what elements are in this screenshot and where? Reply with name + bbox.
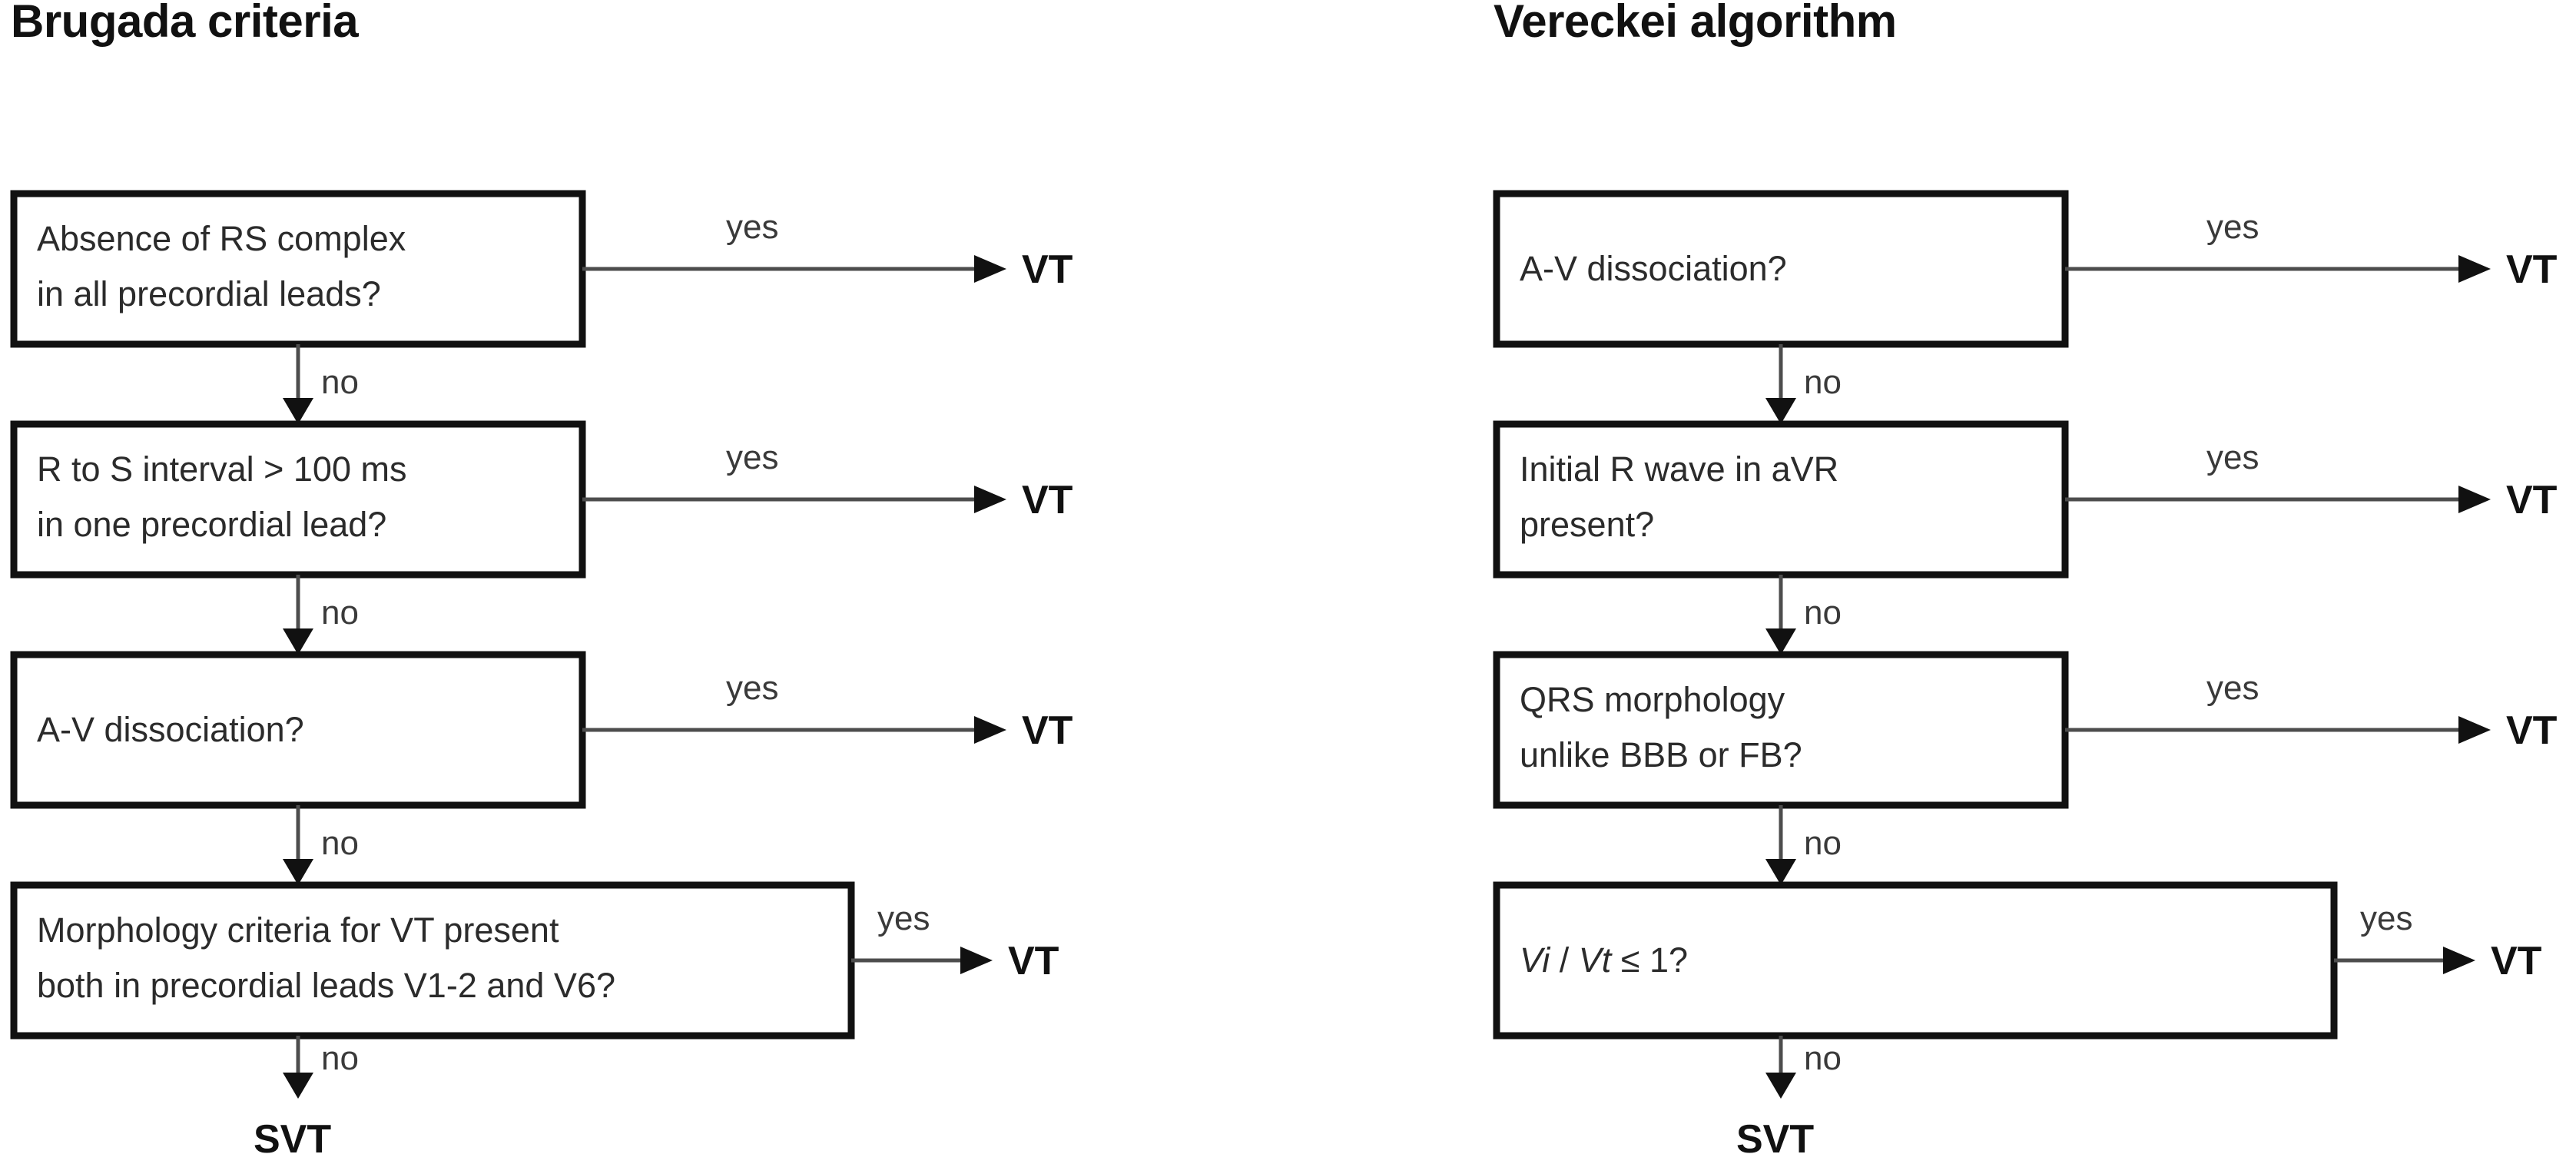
brugada-edge-3-no: no <box>283 805 359 885</box>
terminal-vt: VT <box>1022 708 1073 753</box>
arrowhead-icon <box>1765 859 1796 885</box>
arrowhead-icon <box>1765 1073 1796 1099</box>
edge-label-no: no <box>321 363 359 401</box>
brugada-node-4[interactable]: Morphology criteria for VT present both … <box>10 881 855 1040</box>
node-line-1: A-V dissociation? <box>37 710 304 749</box>
node-box[interactable] <box>10 420 586 579</box>
panel-brugada: Brugada criteria Absence of RS complex i… <box>10 0 1073 1162</box>
edge-label-yes: yes <box>726 439 778 476</box>
node-line-1: A-V dissociation? <box>1520 249 1787 288</box>
brugada-node-2[interactable]: R to S interval > 100 ms in one precordi… <box>10 420 586 579</box>
vereckei-node-4[interactable]: Vi / Vt ≤ 1? <box>1493 881 2338 1040</box>
arrowhead-icon <box>283 398 313 424</box>
brugada-edge-4-no: no <box>283 1036 359 1099</box>
brugada-edge-3-yes: yes VT <box>582 669 1073 753</box>
arrowhead-icon <box>974 255 1006 283</box>
arrowhead-icon <box>974 486 1006 513</box>
node-line-2: in one precordial lead? <box>37 505 386 544</box>
node-line-1: Initial R wave in aVR <box>1520 449 1838 489</box>
terminal-vt: VT <box>1022 478 1073 522</box>
brugada-edge-1-no: no <box>283 344 359 424</box>
vereckei-node-3[interactable]: QRS morphology unlike BBB or FB? <box>1493 651 2069 809</box>
node-box[interactable] <box>10 190 586 348</box>
edge-label-yes: yes <box>2360 900 2412 937</box>
brugada-edge-2-yes: yes VT <box>582 439 1073 522</box>
brugada-node-1[interactable]: Absence of RS complex in all precordial … <box>10 190 586 348</box>
terminal-vt: VT <box>2506 247 2558 292</box>
node-line-2: both in precordial leads V1-2 and V6? <box>37 966 615 1005</box>
edge-label-yes: yes <box>726 208 778 246</box>
edge-label-no: no <box>1804 363 1842 401</box>
vereckei-node-2[interactable]: Initial R wave in aVR present? <box>1493 420 2069 579</box>
arrowhead-icon <box>2458 716 2491 744</box>
panel-title-brugada: Brugada criteria <box>11 0 359 47</box>
arrowhead-icon <box>1765 628 1796 655</box>
node-line-1: QRS morphology <box>1520 680 1785 719</box>
vereckei-node-1[interactable]: A-V dissociation? <box>1493 190 2069 348</box>
node-line-1: Morphology criteria for VT present <box>37 910 559 950</box>
node-line-1: Vi / Vt ≤ 1? <box>1520 940 1688 980</box>
terminal-vt: VT <box>1022 247 1073 292</box>
arrowhead-icon <box>283 628 313 655</box>
edge-label-no: no <box>321 1040 359 1077</box>
edge-label-no: no <box>321 824 359 862</box>
vereckei-edge-3-yes: yes VT <box>2065 669 2558 753</box>
node-box[interactable] <box>1493 651 2069 809</box>
terminal-vt: VT <box>2506 478 2558 522</box>
vereckei-edge-1-no: no <box>1765 344 1842 424</box>
terminal-vt: VT <box>2491 939 2542 983</box>
edge-label-yes: yes <box>2206 439 2259 476</box>
node-box[interactable] <box>10 651 586 809</box>
edge-label-no: no <box>1804 824 1842 862</box>
node-box[interactable] <box>1493 420 2069 579</box>
vereckei-edge-2-no: no <box>1765 575 1842 655</box>
arrowhead-icon <box>283 859 313 885</box>
brugada-edge-4-yes: yes VT <box>851 900 1059 983</box>
edge-label-no: no <box>321 594 359 632</box>
node-line-2: present? <box>1520 505 1654 544</box>
brugada-edge-1-yes: yes VT <box>582 208 1073 292</box>
node-line-2: in all precordial leads? <box>37 274 381 313</box>
arrowhead-icon <box>2458 486 2491 513</box>
vereckei-edge-4-no: no <box>1765 1036 1842 1099</box>
edge-label-yes: yes <box>2206 669 2259 707</box>
vt-token: Vt <box>1579 940 1613 980</box>
node-line-1: R to S interval > 100 ms <box>37 449 406 489</box>
edge-label-no: no <box>1804 1040 1842 1077</box>
edge-label-no: no <box>1804 594 1842 632</box>
vi-token: Vi <box>1520 940 1551 980</box>
node-line-2: unlike BBB or FB? <box>1520 735 1802 774</box>
panel-title-vereckei: Vereckei algorithm <box>1494 0 1897 47</box>
arrowhead-icon <box>283 1073 313 1099</box>
arrowhead-icon <box>1765 398 1796 424</box>
terminal-svt: SVT <box>1736 1117 1814 1162</box>
terminal-svt: SVT <box>254 1117 331 1162</box>
node-line-1: Absence of RS complex <box>37 219 406 258</box>
arrowhead-icon <box>2458 255 2491 283</box>
vereckei-edge-2-yes: yes VT <box>2065 439 2558 522</box>
vereckei-edge-4-yes: yes VT <box>2334 900 2542 983</box>
panel-vereckei: Vereckei algorithm A-V dissociation? yes… <box>1493 0 2558 1162</box>
arrowhead-icon <box>2443 947 2475 974</box>
brugada-node-3[interactable]: A-V dissociation? <box>10 651 586 809</box>
arrowhead-icon <box>960 947 993 974</box>
terminal-vt: VT <box>1008 939 1059 983</box>
vereckei-edge-1-yes: yes VT <box>2065 208 2558 292</box>
terminal-vt: VT <box>2506 708 2558 753</box>
vereckei-edge-3-no: no <box>1765 805 1842 885</box>
edge-label-yes: yes <box>877 900 930 937</box>
brugada-edge-2-no: no <box>283 575 359 655</box>
edge-label-yes: yes <box>726 669 778 707</box>
arrowhead-icon <box>974 716 1006 744</box>
edge-label-yes: yes <box>2206 208 2259 246</box>
node-box[interactable] <box>10 881 855 1040</box>
